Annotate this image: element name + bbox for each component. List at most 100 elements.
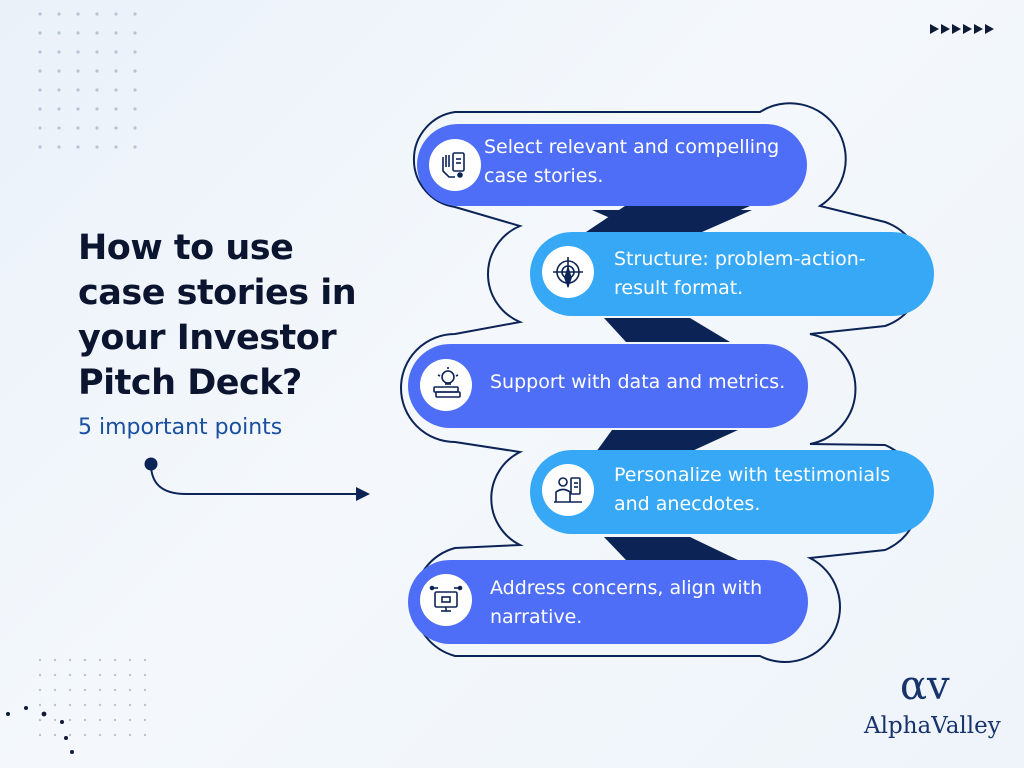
top-left-dot bbox=[38, 12, 42, 16]
bottom-left-dot bbox=[68, 718, 72, 722]
top-left-dot bbox=[133, 12, 137, 16]
bottom-left-dot bbox=[128, 733, 132, 737]
top-left-dot bbox=[95, 107, 99, 111]
bottom-left-dot bbox=[53, 718, 57, 722]
bottom-left-dot bbox=[83, 658, 87, 662]
top-left-dot bbox=[76, 69, 80, 73]
bottom-left-dot bbox=[143, 703, 147, 707]
bottom-left-dot bbox=[38, 733, 42, 737]
top-left-dot bbox=[57, 31, 61, 35]
pointer-arrow bbox=[144, 457, 370, 501]
top-left-dot bbox=[114, 107, 118, 111]
top-left-dot bbox=[38, 145, 42, 149]
step-2: Structure: problem-action-result format. bbox=[614, 245, 914, 303]
bottom-left-dot bbox=[53, 673, 57, 677]
bottom-left-dot bbox=[38, 658, 42, 662]
top-left-dot bbox=[57, 145, 61, 149]
top-left-dot bbox=[133, 69, 137, 73]
bottom-left-dot bbox=[113, 703, 117, 707]
top-left-dot bbox=[114, 12, 118, 16]
bottom-left-dot bbox=[113, 658, 117, 662]
top-left-dot bbox=[38, 31, 42, 35]
bottom-left-dot bbox=[98, 673, 102, 677]
page-subtitle: 5 important points bbox=[78, 415, 283, 440]
bottom-left-dot bbox=[128, 703, 132, 707]
step-1-text: Select relevant and compelling case stor… bbox=[484, 136, 780, 187]
top-left-dot bbox=[57, 69, 61, 73]
bottom-left-dot bbox=[143, 718, 147, 722]
bottom-left-dot bbox=[68, 703, 72, 707]
monitor-network-icon bbox=[420, 574, 472, 626]
bottom-left-dot bbox=[38, 703, 42, 707]
brand-logo-mark: αv bbox=[900, 663, 950, 709]
bottom-left-dot bbox=[143, 733, 147, 737]
bottom-left-dot bbox=[53, 688, 57, 692]
step-3-pill bbox=[408, 344, 808, 428]
bottom-left-dot bbox=[38, 718, 42, 722]
bottom-left-dot bbox=[113, 718, 117, 722]
hand-tablet-icon bbox=[429, 139, 481, 191]
bottom-left-dot bbox=[83, 703, 87, 707]
top-left-dot bbox=[38, 107, 42, 111]
bottom-left-dot bbox=[68, 658, 72, 662]
bottom-left-dot bbox=[83, 733, 87, 737]
top-left-dot bbox=[114, 31, 118, 35]
top-left-dot bbox=[38, 69, 42, 73]
bottom-left-dot bbox=[68, 688, 72, 692]
bottom-left-dot bbox=[68, 733, 72, 737]
top-left-dot bbox=[133, 50, 137, 54]
top-left-dot bbox=[76, 145, 80, 149]
page-title: How to use case stories in your Investor… bbox=[78, 228, 357, 403]
step-2-text: Structure: problem-action-result format. bbox=[614, 248, 866, 299]
step-4-pill bbox=[530, 450, 934, 534]
bottom-left-dot bbox=[113, 733, 117, 737]
step-5: Address concerns, align with narrative. bbox=[490, 574, 790, 632]
step-3-text: Support with data and metrics. bbox=[490, 371, 786, 393]
step-5-pill bbox=[408, 560, 808, 644]
play-arrows-decoration bbox=[930, 24, 994, 34]
bottom-left-dot bbox=[68, 673, 72, 677]
bottom-left-dot bbox=[38, 673, 42, 677]
top-left-dot bbox=[76, 12, 80, 16]
bottom-left-dot bbox=[143, 673, 147, 677]
top-left-dot bbox=[57, 126, 61, 130]
bottom-left-dot bbox=[83, 718, 87, 722]
top-left-dot bbox=[95, 50, 99, 54]
bottom-left-dot bbox=[98, 658, 102, 662]
lightbulb-books-icon bbox=[420, 359, 472, 411]
zigzag-connectors bbox=[586, 206, 752, 560]
top-left-dot bbox=[114, 69, 118, 73]
bottom-left-dot bbox=[98, 733, 102, 737]
step-3: Support with data and metrics. bbox=[490, 368, 810, 397]
top-left-dot bbox=[76, 88, 80, 92]
top-left-dot bbox=[76, 50, 80, 54]
top-left-dot bbox=[95, 88, 99, 92]
top-left-dot bbox=[76, 31, 80, 35]
top-left-dot bbox=[95, 145, 99, 149]
top-left-dot bbox=[133, 88, 137, 92]
top-left-dot bbox=[95, 12, 99, 16]
bottom-left-dot bbox=[113, 688, 117, 692]
top-left-dot bbox=[114, 126, 118, 130]
step-4-text: Personalize with testimonials and anecdo… bbox=[614, 464, 891, 515]
top-left-dot bbox=[114, 50, 118, 54]
step-5-text: Address concerns, align with narrative. bbox=[490, 577, 763, 628]
bottom-left-dot bbox=[53, 703, 57, 707]
top-left-dot bbox=[57, 12, 61, 16]
bottom-left-dot bbox=[98, 718, 102, 722]
top-left-dot bbox=[76, 107, 80, 111]
bottom-left-dot bbox=[83, 688, 87, 692]
top-left-dot bbox=[95, 126, 99, 130]
top-left-dot bbox=[57, 107, 61, 111]
top-left-dot bbox=[38, 88, 42, 92]
top-left-dot bbox=[133, 107, 137, 111]
bottom-left-dot bbox=[128, 658, 132, 662]
top-left-dot bbox=[133, 126, 137, 130]
bottom-left-dot bbox=[143, 688, 147, 692]
bottom-left-dot bbox=[128, 673, 132, 677]
step-2-pill bbox=[530, 232, 934, 316]
bottom-left-dot bbox=[98, 703, 102, 707]
